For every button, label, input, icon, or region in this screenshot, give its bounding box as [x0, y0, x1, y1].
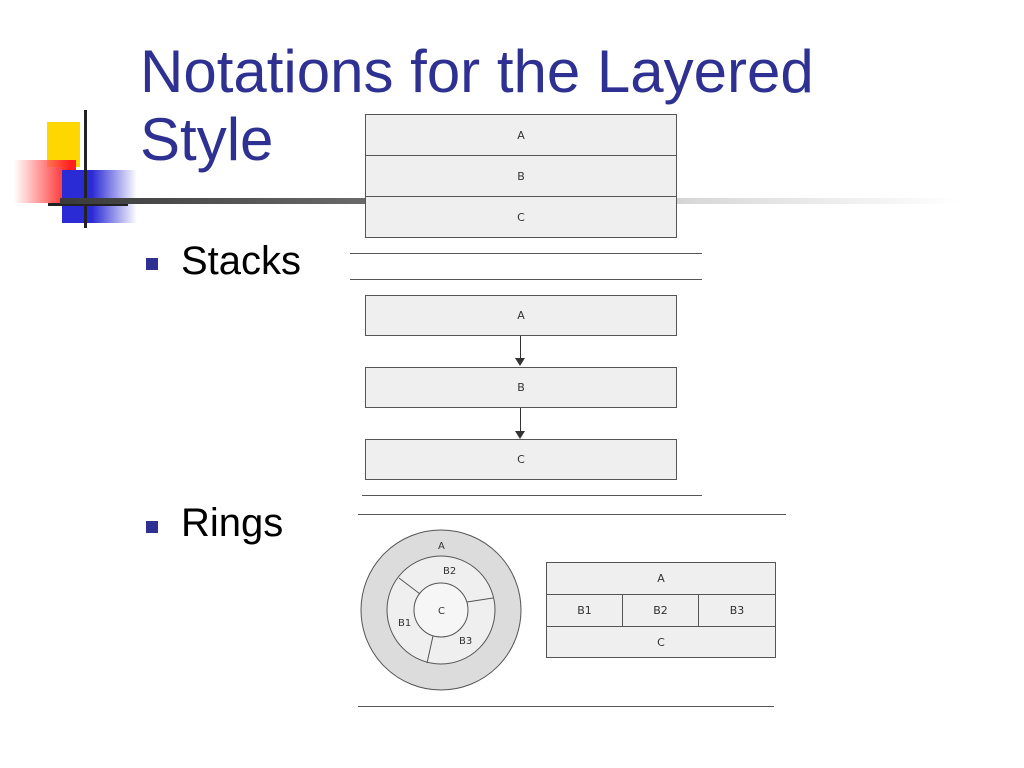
ring-inner [413, 582, 469, 638]
ring-diagram: A B2 B1 B3 C [360, 529, 522, 691]
ring-label-b1: B1 [398, 618, 411, 629]
ring-divider [466, 597, 494, 603]
stack-layer-b: B [365, 155, 677, 197]
table-layer-a: A [546, 562, 776, 595]
ring-divider [426, 635, 434, 664]
decor-blue-square [62, 170, 137, 223]
arrow-down-icon [515, 431, 525, 439]
divider-line [350, 253, 702, 254]
table-layer-b1: B1 [546, 594, 623, 627]
arrow-down-icon [515, 358, 525, 366]
divider-line [362, 495, 702, 496]
decor-vertical-line [84, 110, 87, 228]
ring-divider [398, 577, 421, 595]
arrow-layer-b: B [365, 367, 677, 408]
divider-line [350, 279, 702, 280]
ring-label-b3: B3 [459, 636, 472, 647]
bullet-rings: Rings [181, 501, 284, 545]
ring-label-c: C [438, 606, 445, 617]
decor-yellow-square [47, 122, 80, 167]
ring-label-b2: B2 [443, 566, 456, 577]
stack-layer-a: A [365, 114, 677, 156]
divider-line [358, 514, 786, 515]
bullet-stacks: Stacks [181, 239, 302, 283]
table-layer-c: C [546, 626, 776, 658]
arrow-line [520, 336, 521, 358]
arrow-layer-a: A [365, 295, 677, 336]
slide-title: Notations for the Layered Style [140, 38, 814, 173]
divider-line [358, 706, 774, 707]
arrow-layer-c: C [365, 439, 677, 480]
decor-horizontal-line [48, 203, 128, 206]
table-layer-b3: B3 [698, 594, 776, 627]
bullet-marker-stacks [146, 258, 158, 270]
stack-layer-c: C [365, 196, 677, 238]
table-layer-b2: B2 [622, 594, 699, 627]
arrow-line [520, 408, 521, 431]
bullet-marker-rings [146, 521, 158, 533]
ring-label-a: A [438, 541, 445, 552]
